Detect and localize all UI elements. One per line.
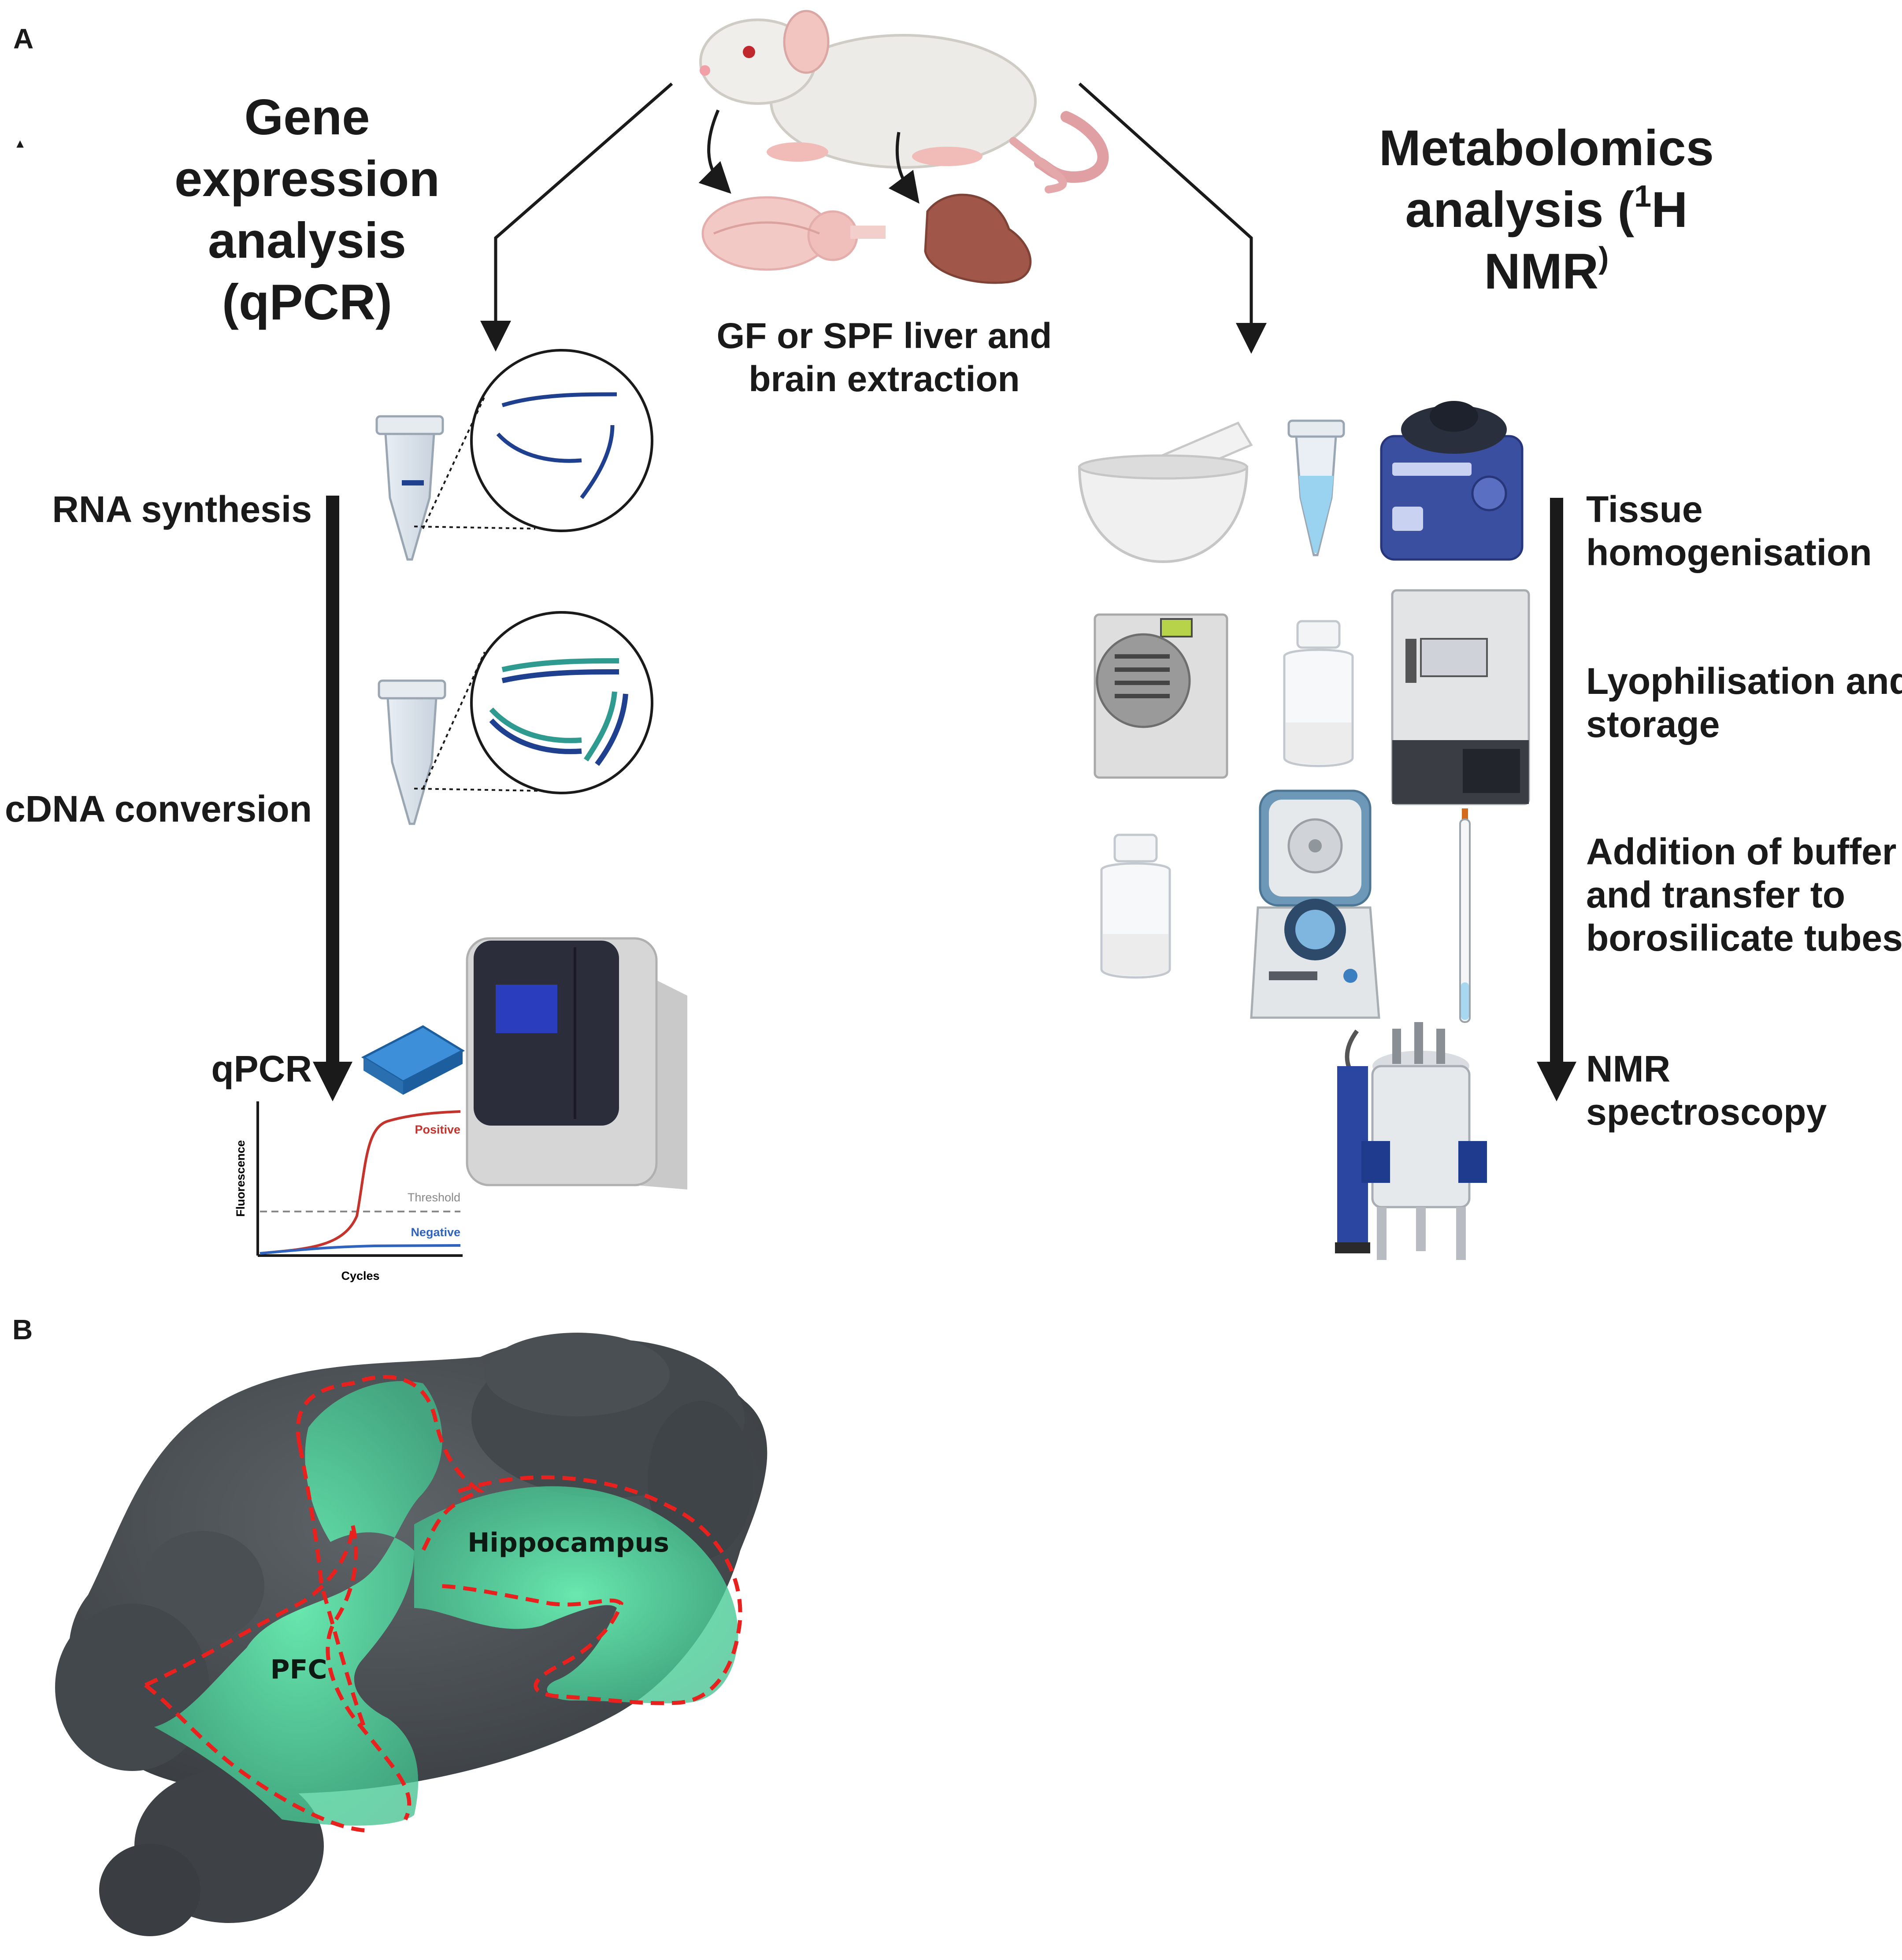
vortex-mixer-icon [1380, 401, 1524, 561]
step-buffer-line1: Addition of buffer [1586, 831, 1896, 872]
cdna-tube-icon [378, 679, 446, 825]
arrow-to-qpcr [480, 82, 673, 352]
stray-mark: ▴ [16, 136, 24, 151]
arrow-to-liver [888, 132, 919, 204]
mouse-illustration [699, 10, 1109, 193]
nmr-heading-superscript: 1 [1634, 179, 1651, 213]
panel-label-a: A [13, 23, 33, 55]
extraction-caption-line1: GF or SPF liver and [717, 316, 1052, 356]
pfc-label: PFC [271, 1654, 327, 1685]
region-outlines [144, 1375, 742, 1833]
rna-zoom-line-bottom [414, 526, 536, 530]
centrifuge-icon [1250, 789, 1380, 1019]
step-buffer-line2: and transfer to [1586, 874, 1845, 915]
pfc-outline-left [145, 1523, 412, 1821]
mortar-pestle-icon [1078, 421, 1253, 563]
cdna-zoom-line-bottom [414, 788, 538, 792]
hippocampus-label: Hippocampus [467, 1527, 669, 1558]
brain-organ-icon [701, 196, 886, 271]
threshold-label: Threshold [408, 1191, 460, 1204]
buffer-tube-icon [1287, 419, 1345, 556]
step-buffer-line3: borosilicate tubes [1586, 917, 1902, 959]
qpcr-heading-line2: expression [174, 151, 440, 207]
nmr-heading-h: H [1651, 182, 1687, 238]
negative-curve [260, 1244, 461, 1255]
freezer-icon [1391, 589, 1530, 805]
qpcr-heading-line4: (qPCR) [222, 274, 392, 330]
liver-organ-icon [924, 193, 1032, 284]
nmr-heading-line2: analysis (1H [1405, 179, 1688, 238]
rna-tube-icon [375, 415, 444, 561]
nmr-heading-analysis: analysis ( [1405, 182, 1635, 238]
step-nmr-line1: NMR [1586, 1048, 1670, 1089]
y-axis-label: Fluorescence [234, 1140, 247, 1217]
nmr-heading-nmr: NMR [1484, 244, 1599, 300]
pfc-outline-divider [297, 1445, 368, 1732]
negative-label: Negative [411, 1226, 460, 1239]
freeze-dryer-icon [1094, 613, 1228, 779]
hippocampus-outline-main [436, 1475, 742, 1705]
positive-curve [260, 1110, 461, 1255]
arrow-to-nmr [1078, 82, 1267, 354]
pfc-region [154, 1381, 442, 1826]
step-tissue-line1: Tissue [1586, 489, 1703, 530]
glass-vial-icon-1 [1283, 620, 1354, 767]
nmr-heading-line1: Metabolomics [1379, 120, 1714, 176]
cdna-strands [489, 658, 628, 766]
hippocampus-region [414, 1486, 738, 1704]
arrow-to-brain [698, 109, 731, 194]
rna-strands [496, 392, 617, 499]
qpcr-machine-icon [466, 937, 687, 1189]
step-lyo-line2: storage [1586, 704, 1720, 745]
rna-magnifier [470, 349, 653, 532]
panel-label-b: B [12, 1314, 33, 1345]
amplification-plot: Positive Threshold Negative Cycles Fluor… [234, 1101, 463, 1282]
step-cdna-conversion: cDNA conversion [5, 788, 312, 830]
rna-zoom-line-top [422, 396, 486, 529]
step-rna-synthesis: RNA synthesis [52, 489, 312, 530]
qpcr-flow-arrowhead [313, 1062, 352, 1101]
x-axis-label: Cycles [341, 1269, 379, 1282]
nmr-tube-icon [1459, 808, 1471, 1023]
step-qpcr: qPCR [211, 1048, 312, 1089]
positive-label: Positive [415, 1123, 460, 1136]
pfc-outline-bottom [144, 1683, 366, 1833]
hippocampus-outline-upper [296, 1375, 485, 1552]
nmr-spectrometer-icon [1335, 1022, 1487, 1260]
pcr-plate-icon [361, 1025, 465, 1095]
qpcr-heading-line3: analysis [208, 213, 406, 269]
step-nmr-line2: spectroscopy [1586, 1091, 1827, 1133]
nmr-heading-paren: ) [1598, 241, 1609, 275]
step-tissue-line2: homogenisation [1586, 532, 1872, 573]
step-lyo-line1: Lyophilisation and [1586, 660, 1902, 702]
nmr-flow-arrowhead [1537, 1062, 1576, 1101]
qpcr-heading-line1: Gene [244, 89, 370, 145]
glass-vial-icon-2 [1100, 834, 1171, 979]
nmr-heading-line3: NMR) [1484, 241, 1609, 300]
extraction-caption-line2: brain extraction [749, 359, 1020, 399]
